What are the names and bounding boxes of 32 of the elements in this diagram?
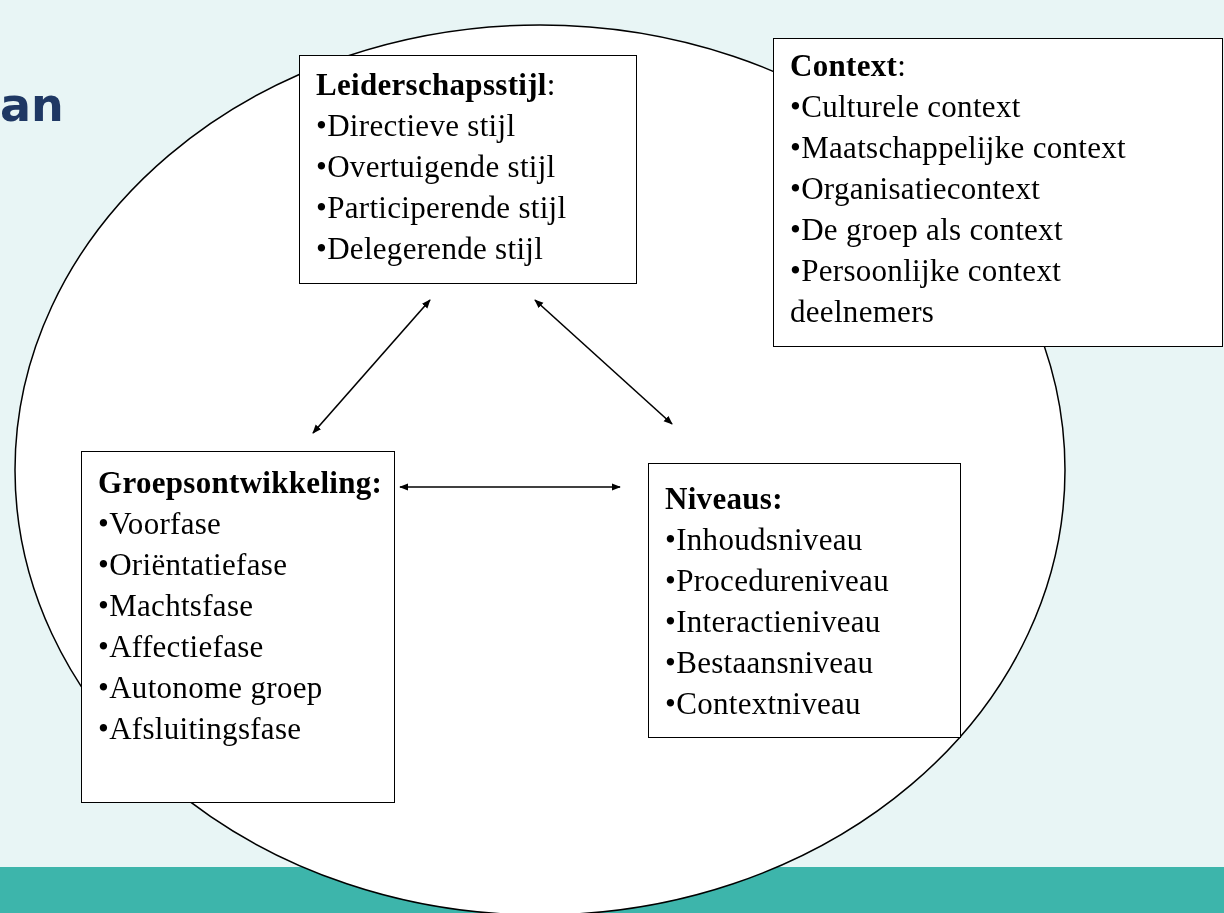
list-item: •Inhoudsniveau xyxy=(665,521,864,559)
list-item: •Overtuigende stijl xyxy=(316,148,557,186)
list-item: •Affectiefase xyxy=(98,628,265,666)
list-item: •Contextniveau xyxy=(665,685,862,723)
list-item: •Culturele context xyxy=(790,88,1022,126)
double-arrow xyxy=(399,483,621,491)
list-item: •Procedureniveau xyxy=(665,562,890,600)
list-item: •Persoonlijke context deelnemers xyxy=(790,252,1063,331)
list-item: •De groep als context xyxy=(790,211,1064,249)
box-heading: Context: xyxy=(790,47,908,85)
list-item: •Machtsfase xyxy=(98,587,255,625)
double-arrow xyxy=(534,299,673,425)
box-heading: Leiderschapsstijl: xyxy=(316,66,557,104)
box-heading: Niveaus: xyxy=(665,480,784,518)
list-item: •Bestaansniveau xyxy=(665,644,875,682)
text-box xyxy=(773,38,1223,347)
list-item: •Oriëntatiefase xyxy=(98,546,289,584)
list-item: •Directieve stijl xyxy=(316,107,517,145)
list-item: •Voorfase xyxy=(98,505,223,543)
list-item: •Interactieniveau xyxy=(665,603,882,641)
list-item: •Participerende stijl xyxy=(316,189,568,227)
list-item: •Maatschappelijke context xyxy=(790,129,1127,167)
text-box xyxy=(299,55,637,284)
double-arrow xyxy=(312,299,431,434)
list-item: •Afsluitingsfase xyxy=(98,710,303,748)
list-item: •Organisatiecontext xyxy=(790,170,1042,208)
text-box xyxy=(81,451,395,803)
list-item: •Autonome groep xyxy=(98,669,324,707)
box-heading: Groepsontwikkeling: xyxy=(98,464,384,502)
list-item: •Delegerende stijl xyxy=(316,230,545,268)
text-box xyxy=(648,463,961,738)
title: an xyxy=(0,78,64,132)
